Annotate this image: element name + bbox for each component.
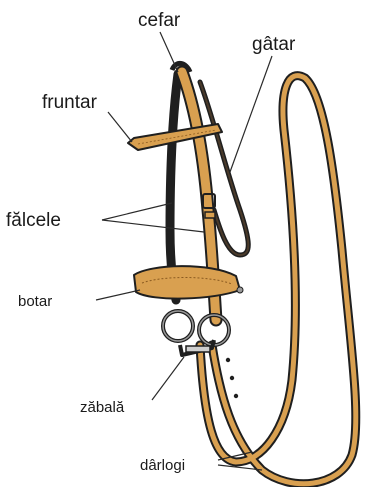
rein-stud bbox=[234, 394, 238, 398]
leader-falcele-1 bbox=[102, 203, 172, 220]
bit bbox=[163, 311, 229, 355]
label-falcele: fălcele bbox=[6, 210, 61, 231]
cheekpiece-keeper bbox=[205, 212, 215, 218]
rein-stud bbox=[230, 376, 234, 380]
label-botar: botar bbox=[18, 293, 52, 310]
leader-fruntar bbox=[108, 112, 132, 142]
noseband bbox=[134, 266, 243, 298]
leader-gatar bbox=[230, 56, 272, 172]
noseband-buckle bbox=[237, 287, 243, 293]
labels: cefar gâtar fruntar fălcele botar zăbală… bbox=[6, 10, 296, 474]
noseband-band bbox=[134, 266, 240, 298]
leader-zabala bbox=[152, 357, 184, 400]
leader-falcele-2 bbox=[102, 220, 204, 232]
label-darlogi: dârlogi bbox=[140, 457, 185, 474]
label-fruntar: fruntar bbox=[42, 92, 98, 113]
label-zabala: zăbală bbox=[80, 399, 125, 416]
bit-ring-left-inner bbox=[163, 311, 193, 341]
leader-botar bbox=[96, 290, 140, 300]
bit-cheek-bar bbox=[186, 346, 210, 352]
leader-cefar bbox=[160, 32, 178, 72]
label-gatar: gâtar bbox=[252, 34, 296, 55]
rein-stud bbox=[226, 358, 230, 362]
label-cefar: cefar bbox=[138, 10, 181, 31]
